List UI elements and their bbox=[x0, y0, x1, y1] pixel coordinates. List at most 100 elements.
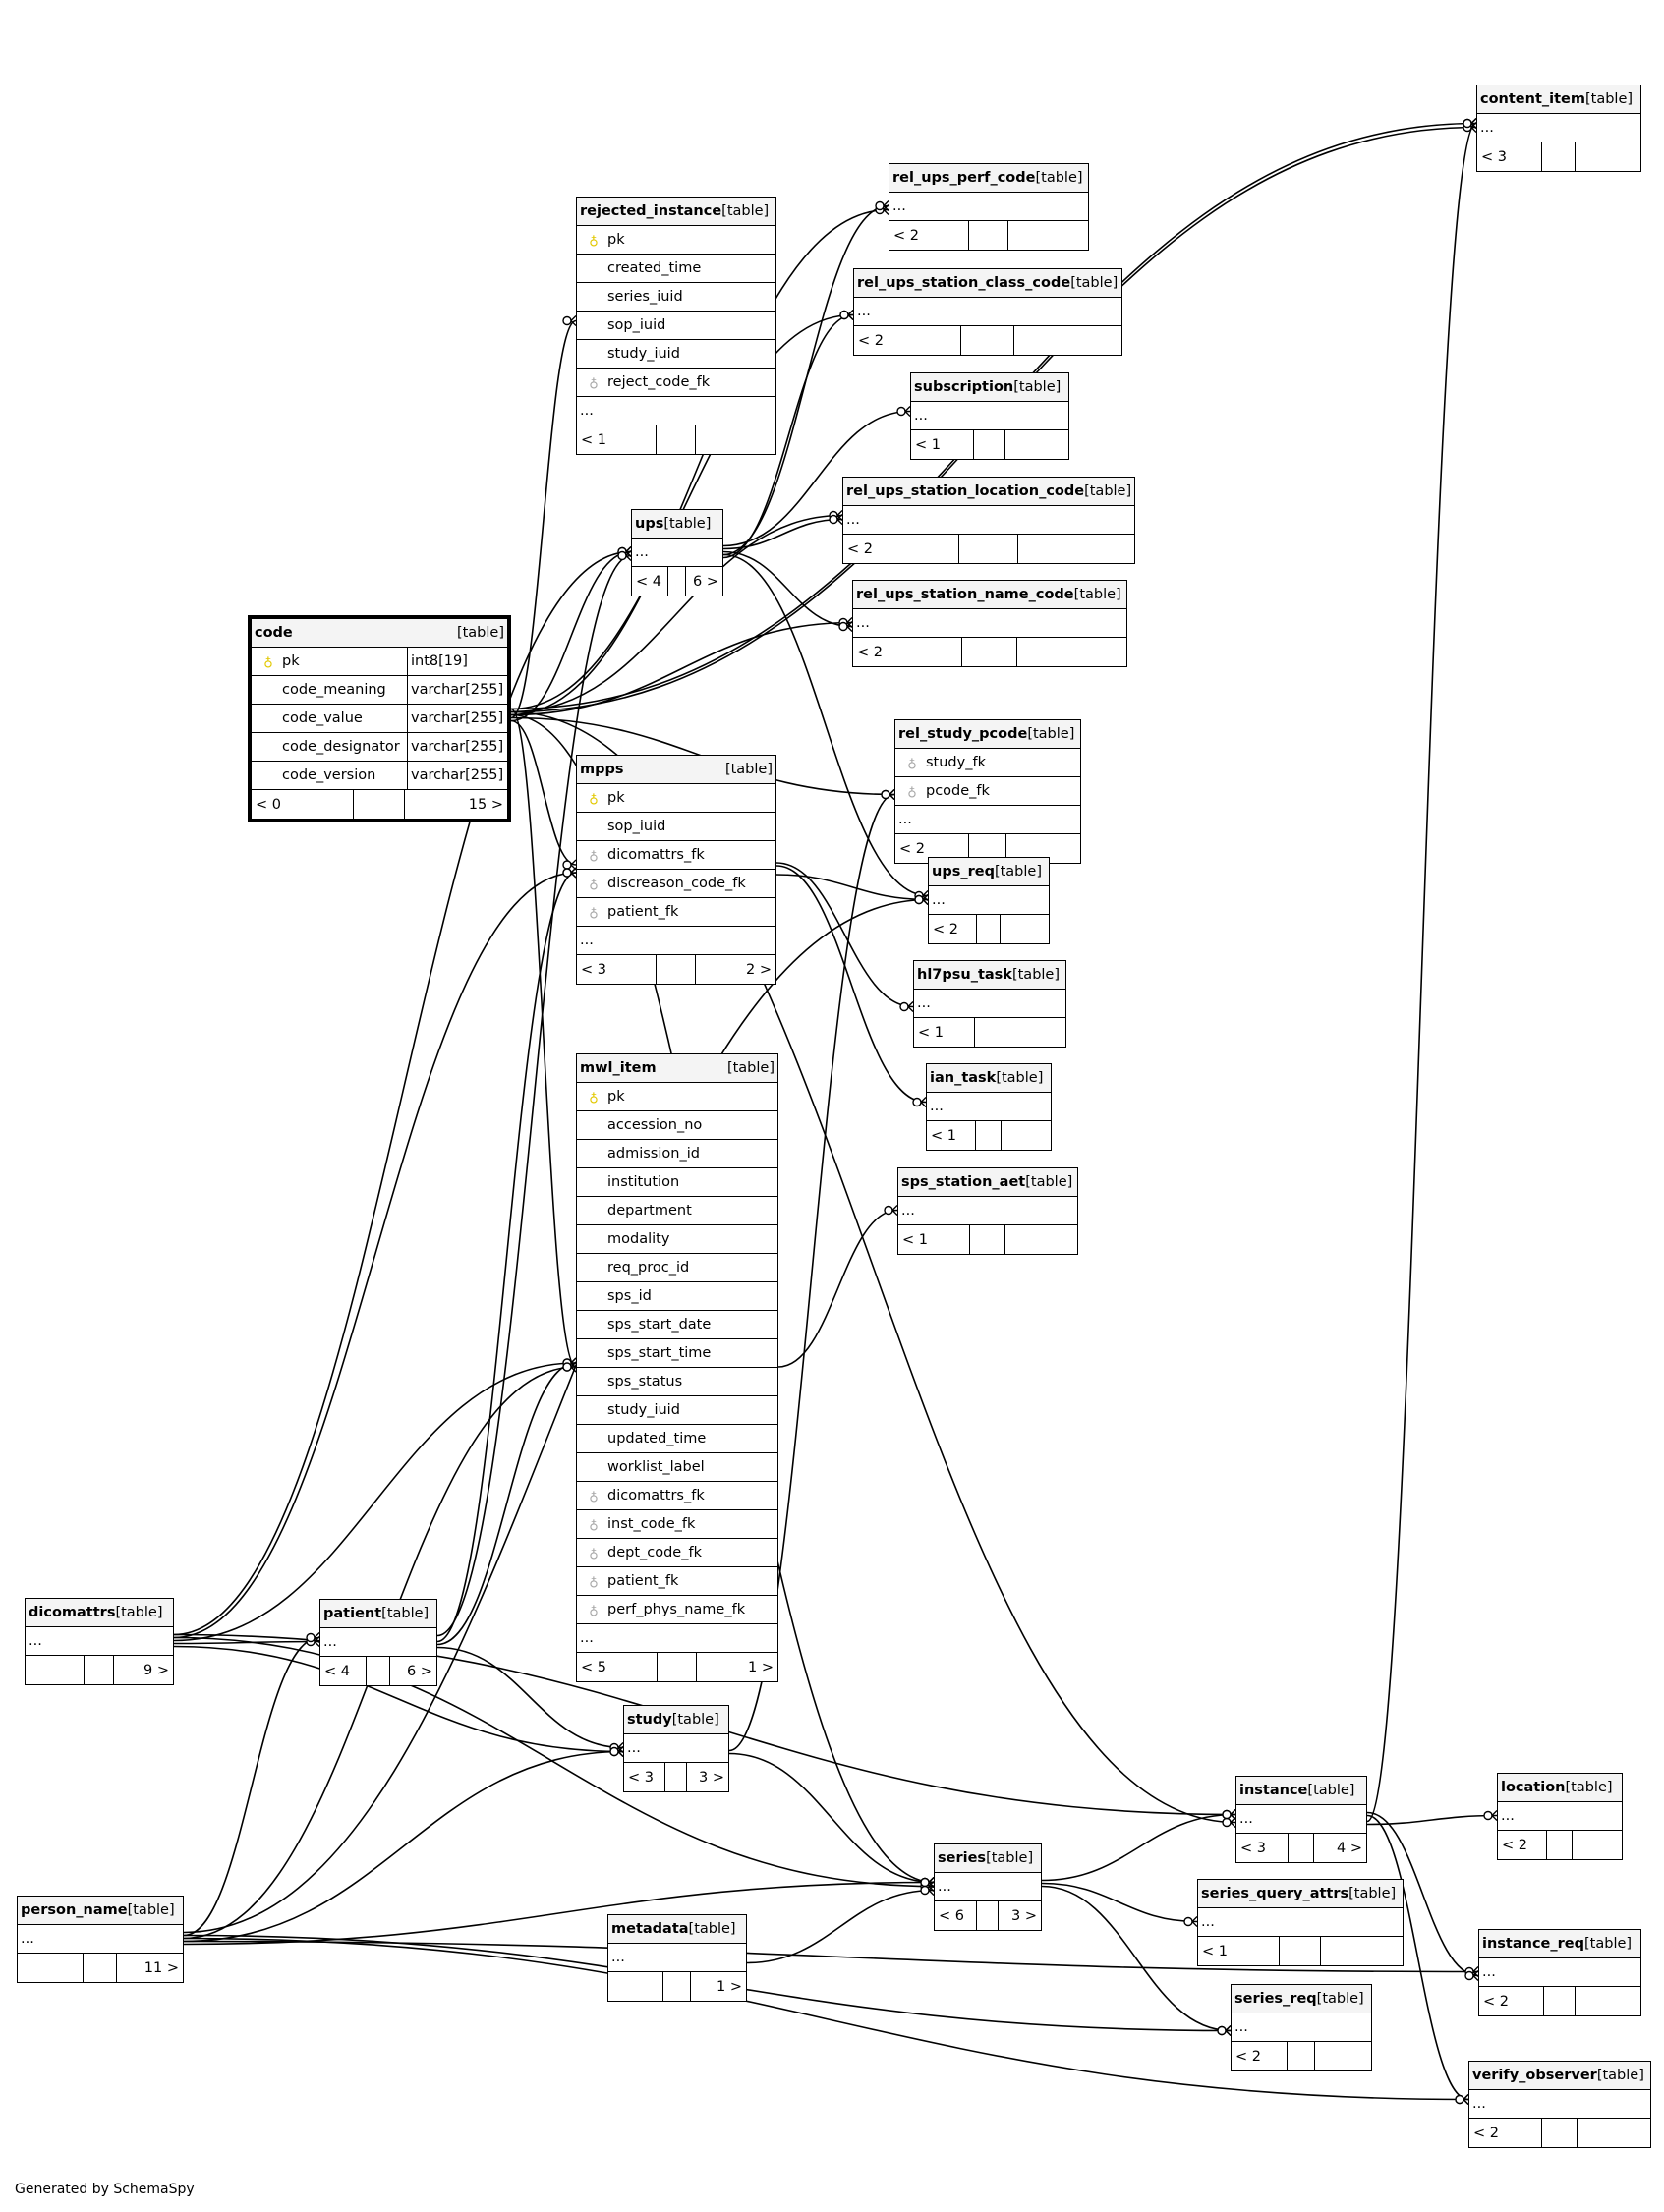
more-columns[interactable]: ... bbox=[935, 1873, 1041, 1901]
parents-count[interactable]: < 1 bbox=[911, 430, 974, 459]
table-rel-study-pcode[interactable]: rel_study_pcode[table]♀study_fk♀pcode_fk… bbox=[894, 719, 1081, 864]
table-series-query-attrs[interactable]: series_query_attrs[table]...< 1 bbox=[1197, 1879, 1404, 1966]
more-columns[interactable]: ... bbox=[1469, 2090, 1650, 2119]
parents-count[interactable]: < 2 bbox=[1498, 1831, 1548, 1859]
table-ups-req[interactable]: ups_req[table]...< 2 bbox=[928, 857, 1050, 944]
spacer-cell bbox=[1280, 1937, 1321, 1965]
children-count[interactable]: 1 > bbox=[717, 1978, 742, 1995]
table-rel-ups-perf-code[interactable]: rel_ups_perf_code[table]...< 2 bbox=[889, 163, 1089, 251]
more-columns[interactable]: ... bbox=[853, 609, 1126, 638]
more-columns[interactable]: ... bbox=[1198, 1908, 1403, 1937]
more-columns[interactable]: ... bbox=[927, 1093, 1051, 1121]
parents-count[interactable]: < 3 bbox=[577, 955, 657, 984]
more-columns[interactable]: ... bbox=[18, 1925, 183, 1954]
parents-count[interactable]: < 2 bbox=[1232, 2042, 1288, 2070]
parents-count[interactable]: < 1 bbox=[577, 425, 657, 454]
more-columns[interactable]: ... bbox=[1479, 1958, 1640, 1987]
table-series-req[interactable]: series_req[table]...< 2 bbox=[1231, 1984, 1372, 2071]
relationship-line bbox=[183, 898, 929, 1934]
crows-foot-marker bbox=[846, 617, 853, 628]
table-ian-task[interactable]: ian_task[table]...< 1 bbox=[926, 1063, 1052, 1151]
parents-count[interactable]: < 3 bbox=[624, 1763, 666, 1791]
more-columns[interactable]: ... bbox=[929, 886, 1049, 915]
parents-count[interactable]: < 2 bbox=[853, 638, 963, 666]
more-columns[interactable]: ... bbox=[854, 298, 1121, 326]
spacer-cell bbox=[1547, 1831, 1573, 1859]
table-rel-ups-station-location-code[interactable]: rel_ups_station_location_code[table]...<… bbox=[842, 477, 1135, 564]
children-count[interactable]: 15 > bbox=[468, 796, 503, 813]
parents-count[interactable]: < 2 bbox=[843, 535, 960, 563]
parents-count[interactable]: < 2 bbox=[1469, 2119, 1542, 2147]
parents-count[interactable]: < 1 bbox=[898, 1225, 970, 1254]
more-columns[interactable]: ... bbox=[632, 539, 722, 567]
children-count[interactable]: 9 > bbox=[143, 1662, 169, 1678]
more-columns[interactable]: ... bbox=[1477, 114, 1640, 142]
table-hl7psu-task[interactable]: hl7psu_task[table]...< 1 bbox=[913, 960, 1066, 1048]
parents-count[interactable]: < 5 bbox=[577, 1653, 658, 1681]
parents-count[interactable]: < 1 bbox=[1198, 1937, 1281, 1965]
relationship-line bbox=[722, 553, 929, 897]
table-instance-req[interactable]: instance_req[table]...< 2 bbox=[1478, 1929, 1641, 2016]
parents-count[interactable]: < 4 bbox=[632, 567, 668, 596]
children-count[interactable]: 6 > bbox=[693, 573, 718, 590]
more-columns[interactable]: ... bbox=[898, 1197, 1077, 1225]
children-count[interactable]: 1 > bbox=[748, 1659, 774, 1675]
parents-count[interactable]: < 3 bbox=[1236, 1834, 1289, 1862]
more-columns[interactable]: ... bbox=[889, 193, 1088, 221]
table-content-item[interactable]: content_item[table]...< 3 bbox=[1476, 85, 1641, 172]
more-columns[interactable]: ... bbox=[843, 506, 1134, 535]
more-columns[interactable]: ... bbox=[577, 927, 775, 955]
more-columns[interactable]: ... bbox=[895, 806, 1080, 834]
more-columns[interactable]: ... bbox=[1498, 1802, 1622, 1831]
table-location[interactable]: location[table]...< 2 bbox=[1497, 1773, 1623, 1860]
more-columns[interactable]: ... bbox=[914, 990, 1065, 1018]
crows-foot-marker bbox=[922, 890, 929, 901]
parents-count[interactable]: < 1 bbox=[914, 1018, 975, 1047]
more-columns[interactable]: ... bbox=[1232, 2013, 1371, 2042]
column-name: modality bbox=[607, 1231, 670, 1247]
more-columns[interactable]: ... bbox=[577, 1624, 777, 1653]
column-name: institution bbox=[607, 1174, 680, 1190]
table-rel-ups-station-name-code[interactable]: rel_ups_station_name_code[table]...< 2 bbox=[852, 580, 1127, 667]
parents-count[interactable]: < 2 bbox=[1479, 1987, 1544, 2015]
more-columns[interactable]: ... bbox=[624, 1734, 728, 1763]
children-count[interactable]: 11 > bbox=[143, 1959, 179, 1976]
parents-count[interactable]: < 1 bbox=[927, 1121, 977, 1150]
table-verify-observer[interactable]: verify_observer[table]...< 2 bbox=[1468, 2061, 1651, 2148]
more-columns[interactable]: ... bbox=[1236, 1805, 1366, 1834]
children-count[interactable]: 2 > bbox=[746, 961, 772, 978]
parents-count[interactable]: < 6 bbox=[935, 1901, 978, 1930]
more-columns[interactable]: ... bbox=[608, 1944, 746, 1972]
more-columns[interactable]: ... bbox=[911, 402, 1068, 430]
children-count[interactable]: 3 > bbox=[699, 1769, 724, 1786]
table-dicomattrs[interactable]: dicomattrs[table]...9 > bbox=[25, 1598, 174, 1685]
parents-count[interactable]: < 3 bbox=[1477, 142, 1543, 171]
table-metadata[interactable]: metadata[table]...1 > bbox=[607, 1914, 747, 2002]
table-sps-station-aet[interactable]: sps_station_aet[table]...< 1 bbox=[897, 1167, 1078, 1255]
children-count[interactable]: 3 > bbox=[1011, 1907, 1037, 1924]
parents-count[interactable]: < 2 bbox=[929, 915, 977, 943]
parents-count[interactable]: < 2 bbox=[854, 326, 961, 355]
table-rel-ups-station-class-code[interactable]: rel_ups_station_class_code[table]...< 2 bbox=[853, 268, 1122, 356]
parents-count[interactable]: < 0 bbox=[252, 790, 354, 819]
table-person-name[interactable]: person_name[table]...11 > bbox=[17, 1896, 184, 1983]
children-count[interactable]: 6 > bbox=[407, 1663, 432, 1679]
parents-count[interactable]: < 4 bbox=[320, 1657, 368, 1685]
more-columns[interactable]: ... bbox=[26, 1627, 173, 1656]
table-subscription[interactable]: subscription[table]...< 1 bbox=[910, 372, 1069, 460]
more-columns[interactable]: ... bbox=[577, 397, 775, 425]
children-count[interactable]: 4 > bbox=[1337, 1840, 1362, 1856]
spacer-cell bbox=[969, 834, 1006, 863]
parents-count[interactable]: < 2 bbox=[895, 834, 970, 863]
parents-count[interactable]: < 2 bbox=[889, 221, 969, 250]
more-columns[interactable]: ... bbox=[320, 1628, 436, 1657]
